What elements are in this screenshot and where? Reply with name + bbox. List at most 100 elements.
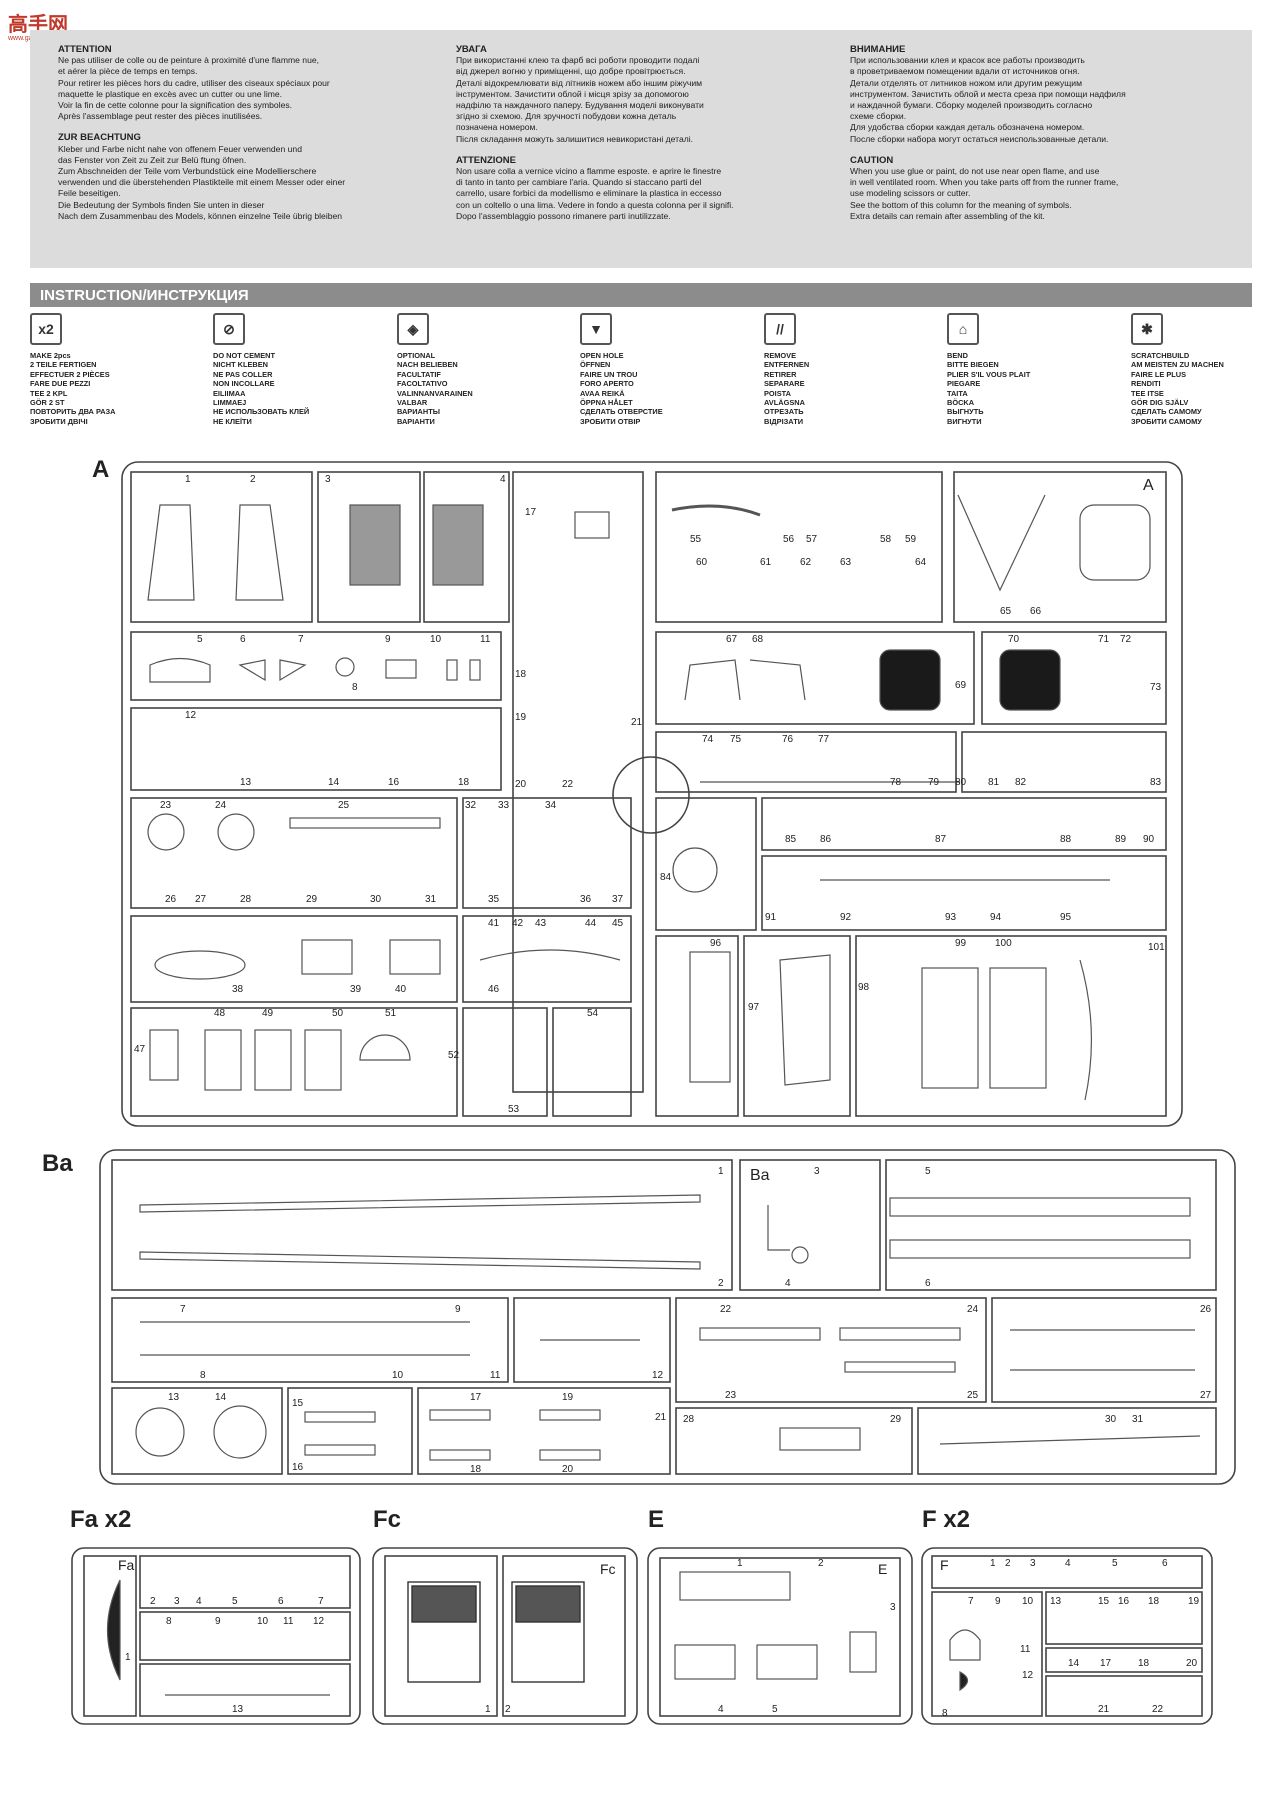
svg-text:85: 85 [785, 834, 797, 845]
svg-text:12: 12 [313, 1616, 325, 1627]
svg-text:67: 67 [726, 634, 738, 645]
svg-text:Fa: Fa [118, 1557, 135, 1573]
svg-text:52: 52 [448, 1050, 460, 1061]
svg-text:90: 90 [1143, 834, 1155, 845]
svg-text:6: 6 [1162, 1558, 1168, 1569]
svg-text:74: 74 [702, 734, 714, 745]
svg-text:46: 46 [488, 984, 500, 995]
sprue-a-label: A [92, 456, 110, 483]
svg-text:15: 15 [1098, 1596, 1110, 1607]
x2-icon: x2 [30, 313, 62, 345]
svg-text:56: 56 [783, 534, 795, 545]
svg-text:31: 31 [1132, 1414, 1144, 1425]
svg-text:7: 7 [180, 1304, 186, 1315]
svg-text:9: 9 [455, 1304, 461, 1315]
svg-text:62: 62 [800, 557, 812, 568]
svg-text:47: 47 [134, 1044, 146, 1055]
warning-ru-body: При использовании клея и красок все рабо… [850, 55, 1126, 144]
svg-text:9: 9 [385, 634, 391, 645]
svg-text:28: 28 [240, 894, 252, 905]
svg-text:31: 31 [425, 894, 437, 905]
svg-text:82: 82 [1015, 777, 1027, 788]
symbol-optional: ◈OPTIONAL NACH BELIEBEN FACULTATIF FACOL… [397, 313, 547, 426]
svg-text:30: 30 [1105, 1414, 1117, 1425]
svg-text:75: 75 [730, 734, 742, 745]
svg-text:53: 53 [508, 1104, 520, 1115]
svg-text:92: 92 [840, 912, 852, 923]
sprue-e-label: E [648, 1506, 665, 1533]
warning-ua-body: При використанні клею та фарб всі роботи… [456, 55, 704, 144]
svg-text:35: 35 [488, 894, 500, 905]
svg-text:79: 79 [928, 777, 940, 788]
svg-text:18: 18 [1138, 1658, 1150, 1669]
warning-col-3: ВНИМАНИЕ При использовании клея и красок… [850, 44, 1230, 232]
warning-de-title: ZUR BEACHTUNG [58, 132, 141, 144]
svg-text:72: 72 [1120, 634, 1132, 645]
svg-text:97: 97 [748, 1002, 760, 1013]
svg-text:1: 1 [718, 1166, 724, 1177]
svg-text:F: F [940, 1557, 949, 1573]
svg-text:13: 13 [232, 1704, 244, 1715]
svg-text:4: 4 [500, 474, 506, 485]
svg-text:11: 11 [1020, 1644, 1031, 1655]
svg-text:81: 81 [988, 777, 1000, 788]
sprue-f-parts [949, 1629, 981, 1692]
svg-text:95: 95 [1060, 912, 1072, 923]
svg-text:3: 3 [890, 1602, 896, 1613]
scratchbuild-icon: ✱ [1131, 313, 1163, 345]
open-hole-icon: ▼ [580, 313, 612, 345]
svg-text:86: 86 [820, 834, 832, 845]
svg-text:77: 77 [818, 734, 830, 745]
svg-text:2: 2 [150, 1596, 156, 1607]
instruction-title-bar: INSTRUCTION/ИНСТРУКЦИЯ [30, 283, 1252, 307]
svg-text:42: 42 [512, 918, 524, 929]
svg-text:5: 5 [925, 1166, 931, 1177]
svg-text:8: 8 [166, 1616, 172, 1627]
sprue-fa-label: Fa x2 [70, 1506, 132, 1533]
svg-text:27: 27 [1200, 1390, 1212, 1401]
svg-text:7: 7 [298, 634, 304, 645]
svg-text:32: 32 [465, 800, 477, 811]
svg-text:23: 23 [725, 1390, 737, 1401]
svg-text:54: 54 [587, 1008, 599, 1019]
svg-text:9: 9 [995, 1596, 1001, 1607]
warnings-panel: ATTENTION Ne pas utiliser de colle ou de… [30, 30, 1252, 268]
no-cement-icon: ⊘ [213, 313, 245, 345]
svg-text:55: 55 [690, 534, 702, 545]
svg-text:10: 10 [392, 1370, 404, 1381]
svg-text:43: 43 [535, 918, 547, 929]
svg-text:8: 8 [942, 1708, 948, 1719]
svg-text:9: 9 [215, 1616, 221, 1627]
symbol-remove: //REMOVE ENTFERNEN RETIRER SEPARARE POIS… [764, 313, 914, 426]
svg-text:70: 70 [1008, 634, 1020, 645]
svg-text:71: 71 [1098, 634, 1110, 645]
svg-text:24: 24 [967, 1304, 979, 1315]
svg-text:1: 1 [990, 1558, 996, 1569]
sprue-ba-parts [135, 1194, 1201, 1461]
svg-text:16: 16 [1118, 1596, 1130, 1607]
svg-text:7: 7 [318, 1596, 324, 1607]
warning-ua-title: УВАГА [456, 44, 487, 55]
svg-text:25: 25 [338, 800, 350, 811]
warning-en-title: CAUTION [850, 154, 894, 166]
symbol-bend: ⌂BEND BITTE BIEGEN PLIER S'IL VOUS PLAIT… [947, 313, 1097, 426]
svg-text:88: 88 [1060, 834, 1072, 845]
svg-text:40: 40 [395, 984, 407, 995]
sprue-ba-label: Ba [42, 1150, 73, 1177]
svg-text:18: 18 [458, 777, 470, 788]
svg-text:6: 6 [278, 1596, 284, 1607]
symbol-open-hole: ▼OPEN HOLE ÖFFNEN FAIRE UN TROU FORO APE… [580, 313, 730, 426]
svg-text:10: 10 [1022, 1596, 1034, 1607]
svg-text:E: E [878, 1561, 887, 1577]
svg-text:44: 44 [585, 918, 597, 929]
svg-text:66: 66 [1030, 606, 1042, 617]
svg-text:29: 29 [890, 1414, 902, 1425]
svg-text:2: 2 [250, 474, 256, 485]
svg-text:51: 51 [385, 1008, 397, 1019]
svg-text:23: 23 [160, 800, 172, 811]
